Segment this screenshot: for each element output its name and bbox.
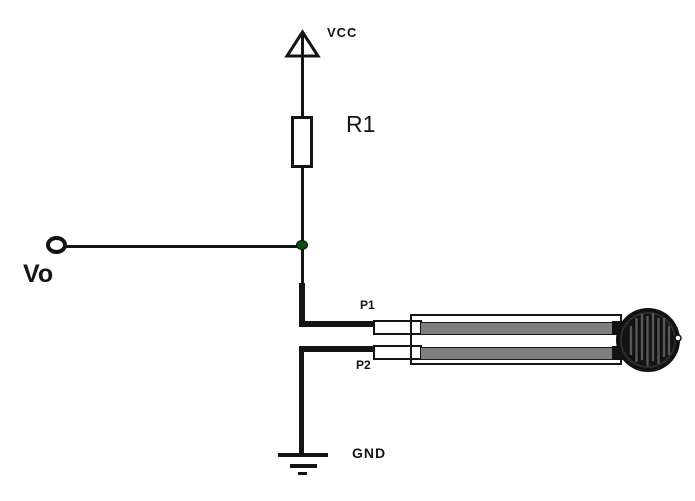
fsr-head-icon xyxy=(616,308,682,372)
fsr-trace-p1 xyxy=(421,322,626,335)
ground-line-2 xyxy=(290,464,317,468)
vo-label: Vo xyxy=(23,260,54,288)
vo-terminal xyxy=(46,236,67,254)
p1-label: P1 xyxy=(360,298,375,312)
p2-label: P2 xyxy=(356,358,371,372)
vcc-arrow-icon xyxy=(284,29,321,58)
wire-p2-horizontal xyxy=(299,346,375,352)
wire-junction-to-p1 xyxy=(299,283,305,327)
ground-line-3 xyxy=(298,472,307,475)
wire-r1-to-junction xyxy=(301,168,304,285)
wire-p2-to-gnd xyxy=(299,346,304,455)
resistor-r1 xyxy=(291,116,313,168)
junction-dot xyxy=(296,240,308,250)
wire-vo-output xyxy=(66,245,302,248)
fsr-trace-p2 xyxy=(421,347,626,360)
wire-p1-horizontal xyxy=(299,321,375,327)
gnd-label: GND xyxy=(352,445,387,461)
ground-line-1 xyxy=(278,453,328,457)
r1-label: R1 xyxy=(346,111,376,137)
vcc-label: VCC xyxy=(327,25,358,40)
wire-vcc-to-r1 xyxy=(301,34,304,117)
